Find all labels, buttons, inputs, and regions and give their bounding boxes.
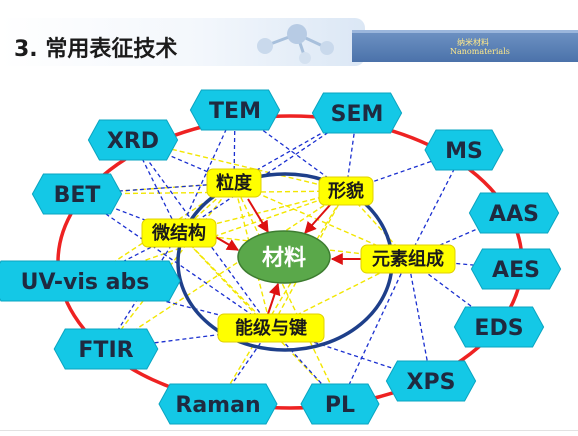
technique-hexagon [470,248,562,290]
property-node: 能级与键 [217,313,325,343]
technique-hexagon [453,306,545,348]
technique-hexagon [468,192,560,234]
technique-label: XRD [107,129,159,154]
brand-text-cn: 纳米材料 [457,38,489,47]
header: 3. 常用表征技术 纳米材料 Nanomaterials [0,0,578,70]
technique-hexagon [311,92,403,134]
technique-node: XRD [87,119,179,161]
property-box [206,168,262,198]
property-label: 能级与键 [235,317,307,339]
technique-hexagon [300,383,380,425]
technique-hexagon [87,119,179,161]
molecule-icon [257,24,334,64]
blue-link [233,109,236,184]
technique-node: MS [424,129,504,171]
property-node: 粒度 [206,168,262,198]
property-label: 微结构 [151,222,206,244]
core-ellipse [237,230,331,284]
red-arrow [304,204,331,234]
technique-label: Raman [175,393,260,418]
red-arrow [247,198,269,234]
technique-node: PL [300,383,380,425]
technique-label: BET [54,183,101,208]
technique-label: AES [492,258,540,283]
core-node: 材料 [237,230,331,284]
technique-node: XPS [385,360,477,402]
core-label: 材料 [262,246,306,271]
blue-link [132,139,272,329]
yellow-link [233,182,341,405]
yellow-link [178,232,341,405]
technique-node: TEM [189,89,281,131]
blue-link [76,193,272,329]
blue-link [76,182,235,195]
technique-hexagon [158,383,278,425]
property-node: 微结构 [141,218,217,248]
technique-node: FTIR [53,328,159,370]
technique-label: UV-vis abs [21,270,150,295]
technique-label: XPS [407,370,456,395]
header-bar: 纳米材料 Nanomaterials [352,30,578,62]
technique-node: AES [470,248,562,290]
blue-link [339,258,409,405]
property-label: 形貌 [328,180,364,202]
red-arrow [213,235,240,251]
property-box [217,313,325,343]
property-box [318,176,374,206]
property-label: 元素组成 [372,248,444,270]
technique-node: BET [31,173,123,215]
technique-label: AAS [489,202,539,227]
technique-label: TEM [209,99,261,124]
technique-nodes: TEM SEM XRD MS BET AAS UV-vis abs AES EDS FTIR XPS… [0,89,562,425]
page-title: 3. 常用表征技术 [14,37,178,62]
technique-label: FTIR [78,338,133,363]
brand-text-en: Nanomaterials [450,47,510,56]
footer-divider [0,430,578,431]
technique-hexagon [0,260,181,302]
property-node: 元素组成 [360,244,456,274]
property-node: 形貌 [318,176,374,206]
technique-hexagon [31,173,123,215]
yellow-link [270,190,347,329]
red-arrow [267,282,281,315]
property-box [360,244,456,274]
technique-hexagon [424,129,504,171]
technique-label: SEM [331,102,384,127]
technique-node: Raman [158,383,278,425]
property-label: 粒度 [216,172,253,194]
blue-link [407,212,515,260]
technique-node: SEM [311,92,403,134]
technique-node: UV-vis abs [0,260,181,302]
technique-hexagon [53,328,159,370]
technique-label: MS [445,139,483,164]
header-bar-stripe [352,30,578,33]
technique-node: EDS [453,306,545,348]
property-box [141,218,217,248]
technique-label: EDS [474,316,523,341]
yellow-link [178,190,347,234]
yellow-link [217,190,347,405]
title-banner: 3. 常用表征技术 [0,18,365,66]
technique-hexagon [385,360,477,402]
yellow-link [178,232,272,329]
technique-label: PL [325,393,355,418]
technique-node: AAS [468,192,560,234]
technique-hexagon [189,89,281,131]
arrows [213,198,362,315]
